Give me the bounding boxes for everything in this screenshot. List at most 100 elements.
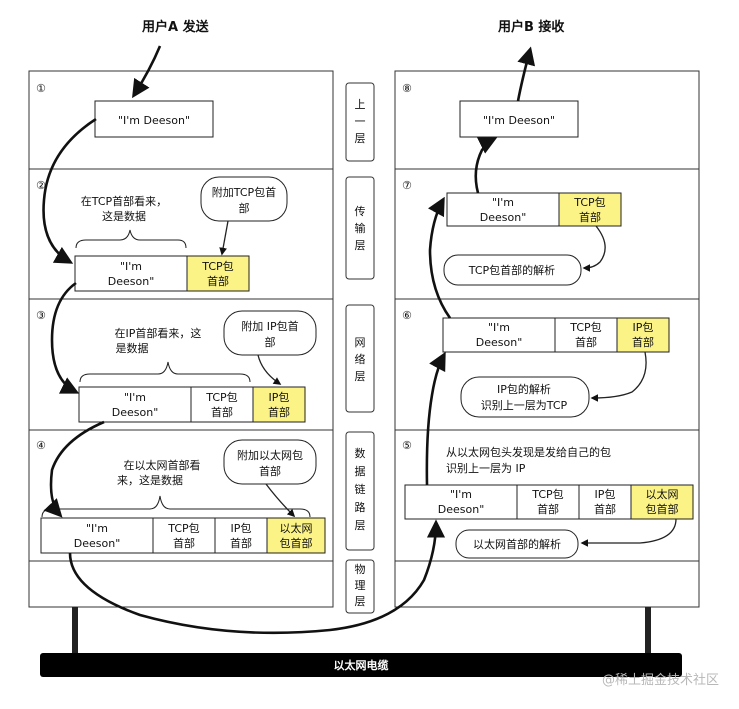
l4-eth-header — [266, 517, 326, 554]
l3-ip-1: IP包 — [269, 391, 290, 404]
l4-ip-2: 首部 — [230, 536, 252, 550]
layer-datalink-4: 路 — [355, 501, 366, 514]
r6-data-1: "I'm — [488, 321, 510, 334]
receiver-stack — [394, 70, 700, 608]
ip-parse-bubble — [460, 376, 590, 418]
l3-data-1: "I'm — [124, 391, 146, 404]
layer-datalink-3: 链 — [355, 482, 366, 496]
layer-physical-3: 层 — [355, 595, 366, 608]
receiver-data-text: "I'm Deeson" — [483, 114, 555, 127]
tcp-bubble-2: 部 — [239, 201, 250, 215]
layer-physical-2: 理 — [355, 579, 366, 592]
l4-eth-2: 包首部 — [280, 536, 313, 550]
r5-tcp-1: TCP包 — [531, 488, 563, 501]
r7-tcp-header — [558, 192, 622, 227]
l2-data-2: Deeson" — [108, 275, 155, 288]
receiver-title: 用户B 接收 — [497, 19, 565, 35]
l4-eth-1: 以太网 — [280, 522, 313, 535]
l2-tcp-2: 首部 — [207, 274, 229, 288]
ethernet-cable — [40, 653, 682, 677]
eth-note-brace — [41, 495, 311, 518]
ip-note-2: 是数据 — [116, 341, 149, 355]
l3-tcp-2: 首部 — [211, 405, 233, 419]
tcp-note-2: 这是数据 — [102, 209, 146, 223]
ip-parse-2: 识别上一层为TCP — [481, 399, 568, 412]
ip-note-1: 在IP首部看来，这 — [115, 326, 202, 340]
layer-transport-1: 传 — [355, 205, 366, 218]
r6-data-box — [442, 317, 556, 353]
sender-leg — [72, 607, 78, 653]
l4-tcp-2: 首部 — [173, 536, 195, 550]
l2-data-1: "I'm — [120, 260, 142, 273]
r5-data-1: "I'm — [450, 488, 472, 501]
layer-transport-2: 输 — [355, 221, 366, 235]
r5-tcp-header — [516, 484, 580, 520]
layer-datalink-2: 据 — [355, 464, 366, 478]
r5-ip-2: 首部 — [594, 502, 616, 516]
l3-tcp-1: TCP包 — [205, 391, 237, 404]
layer-upper-1: 上 — [355, 98, 366, 111]
r5-eth-header — [630, 484, 694, 520]
l3-tcp-header — [190, 386, 254, 423]
r6-tcp-header — [554, 317, 618, 353]
sender-stack — [28, 70, 334, 608]
r5-ip-1: IP包 — [595, 488, 616, 501]
r5-note-2: 识别上一层为 IP — [446, 462, 526, 475]
r5-eth-1: 以太网 — [646, 488, 679, 501]
r5-tcp-2: 首部 — [537, 502, 559, 516]
l3-data-box — [78, 386, 192, 423]
r6-ip-1: IP包 — [633, 321, 654, 334]
step-3: ③ — [36, 309, 46, 322]
r6-tcp-2: 首部 — [575, 335, 597, 349]
tcp-bubble — [200, 176, 288, 222]
r6-tcp-1: TCP包 — [569, 321, 601, 334]
tcp-bubble-1: 附加TCP包首 — [212, 185, 276, 199]
tcp-note-brace — [75, 229, 187, 249]
sender-data-text: "I'm Deeson" — [118, 114, 190, 127]
flow-arrows — [42, 45, 536, 635]
layer-upper-3: 层 — [355, 132, 366, 145]
layer-physical-1: 物 — [355, 562, 366, 576]
layer-transport-3: 层 — [355, 239, 366, 252]
eth-note-1: 在以太网首部看 — [124, 458, 201, 472]
layer-network-2: 络 — [355, 352, 366, 366]
l2-tcp-header — [186, 255, 250, 292]
l2-tcp-1: TCP包 — [201, 260, 233, 273]
r5-eth-2: 包首部 — [646, 502, 679, 516]
step-5: ⑤ — [402, 439, 412, 452]
l3-ip-2: 首部 — [268, 405, 290, 419]
watermark: @稀土掘金技术社区 — [602, 672, 719, 688]
layer-datalink-1: 数 — [355, 447, 366, 460]
eth-parse-text: 以太网首部的解析 — [473, 537, 561, 551]
ip-bubble-1: 附加 IP包首 — [241, 319, 298, 333]
r6-data-2: Deeson" — [476, 336, 523, 349]
l4-data-1: "I'm — [86, 522, 108, 535]
step-6: ⑥ — [402, 309, 412, 322]
l4-tcp-header — [152, 517, 216, 554]
r6-ip-2: 首部 — [632, 335, 654, 349]
ethernet-cable-label: 以太网电缆 — [334, 658, 389, 672]
eth-bubble — [223, 439, 317, 485]
eth-note-2: 来，这是数据 — [117, 473, 183, 487]
r5-note-1: 从以太网包头发现是发给自己的包 — [446, 445, 611, 459]
tcp-note-1: 在TCP首部看来， — [81, 194, 167, 208]
eth-bubble-2: 首部 — [259, 464, 281, 478]
receiver-data-box — [459, 100, 579, 138]
ip-bubble — [223, 310, 317, 356]
layer-network-1: 网 — [355, 336, 366, 349]
ip-bubble-2: 部 — [265, 335, 276, 349]
step-2: ② — [36, 179, 46, 192]
r7-tcp-2: 首部 — [579, 210, 601, 224]
l3-ip-header — [252, 386, 306, 423]
step-1: ① — [36, 82, 46, 95]
ip-parse-1: IP包的解析 — [497, 382, 551, 396]
layer-upper-2: 一 — [355, 115, 366, 128]
step-7: ⑦ — [402, 179, 412, 192]
l4-data-2: Deeson" — [74, 537, 121, 550]
sender-data-box — [94, 100, 214, 138]
l3-data-2: Deeson" — [112, 406, 159, 419]
l4-ip-1: IP包 — [231, 522, 252, 535]
l4-tcp-1: TCP包 — [167, 522, 199, 535]
eth-parse-bubble — [455, 529, 579, 559]
